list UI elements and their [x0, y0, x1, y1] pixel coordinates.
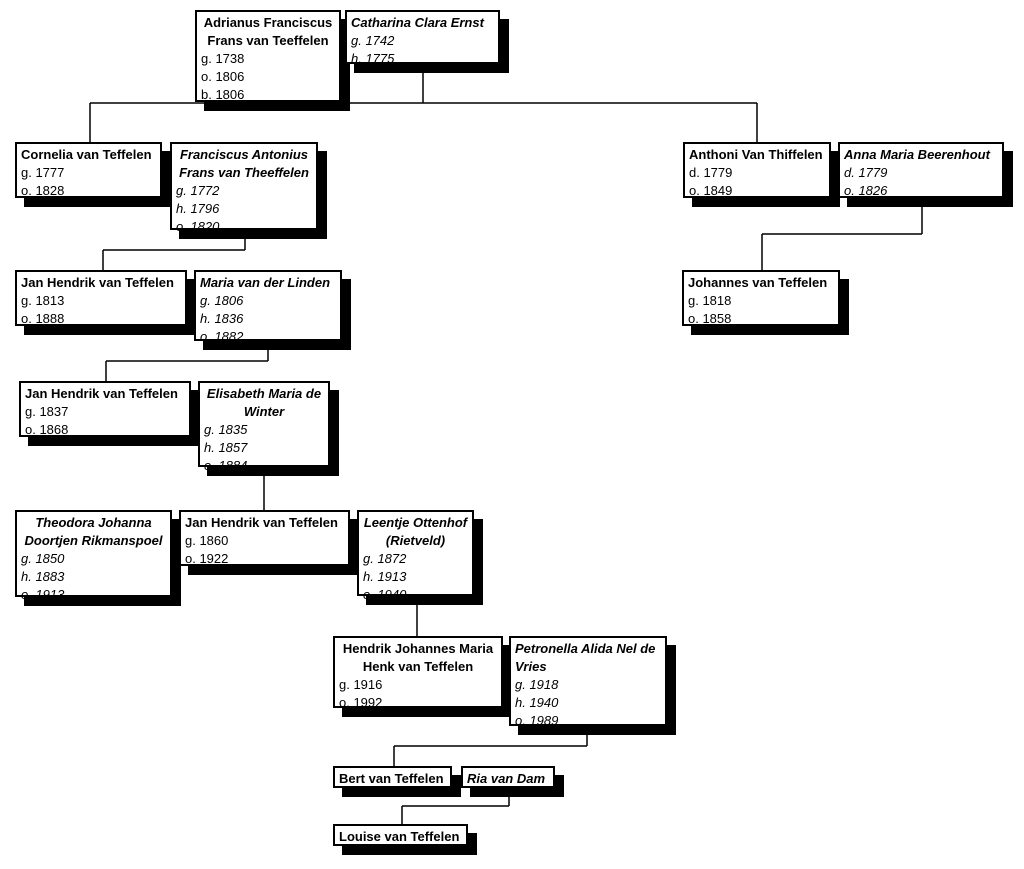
person-card-louise-van-teffelen: Louise van Teffelen — [333, 824, 468, 846]
person-date: o. 1888 — [21, 311, 65, 326]
person-date: g. 1818 — [688, 293, 732, 308]
person-name: Bert van Teffelen — [339, 771, 444, 786]
person-date: g. 1837 — [25, 404, 69, 419]
person-date: h. 1775 — [351, 51, 395, 66]
person-name: Jan Hendrik van Teffelen — [25, 386, 178, 401]
person-date: g. 1772 — [176, 183, 220, 198]
person-date: h. 1796 — [176, 201, 220, 216]
person-name: Frans van Teeffelen — [207, 33, 329, 48]
person-date: o. 1922 — [185, 551, 229, 566]
person-name: Vries — [515, 659, 547, 674]
person-card-leentje-ottenhof: Leentje Ottenhof (Rietveld) g. 1872 h. 1913… — [357, 510, 474, 602]
person-date: h. 1940 — [515, 695, 559, 710]
person-name: Adrianus Franciscus — [203, 15, 333, 30]
person-name: Henk van Teffelen — [362, 659, 474, 674]
person-name: Jan Hendrik van Teffelen — [21, 275, 174, 290]
person-card-bert-van-teffelen: Bert van Teffelen — [333, 766, 452, 788]
person-date: g. 1918 — [515, 677, 559, 692]
person-name: Winter — [243, 404, 285, 419]
person-card-jan-hendrik-1837: Jan Hendrik van Teffelen g. 1837 o. 1868 — [19, 381, 191, 437]
person-name: Cornelia van Teffelen — [21, 147, 152, 162]
person-card-ria-van-dam: Ria van Dam — [461, 766, 555, 788]
person-date: o. 1882 — [200, 329, 244, 344]
person-date: o. 1826 — [844, 183, 888, 198]
person-date: g. 1835 — [204, 422, 248, 437]
person-date: h. 1913 — [363, 569, 407, 584]
person-date: o. 1858 — [688, 311, 732, 326]
person-date: g. 1916 — [339, 677, 383, 692]
person-card-jan-hendrik-1813: Jan Hendrik van Teffelen g. 1813 o. 1888 — [15, 270, 187, 326]
person-name: Doortjen Rikmanspoel — [24, 533, 163, 548]
person-name: Leentje Ottenhof — [363, 515, 468, 530]
person-date: o. 1940 — [363, 587, 407, 602]
person-card-catharina-clara-ernst: Catharina Clara Ernst g. 1742 h. 1775 — [345, 10, 500, 66]
person-date: g. 1777 — [21, 165, 65, 180]
person-date: g. 1742 — [351, 33, 395, 48]
person-card-cornelia-van-teffelen: Cornelia van Teffelen g. 1777 o. 1828 — [15, 142, 162, 198]
person-date: b. 1806 — [201, 87, 245, 102]
person-name: Ria van Dam — [467, 771, 546, 786]
person-card-elisabeth-maria-de-winter: Elisabeth Maria de Winter g. 1835 h. 1857 o.… — [198, 381, 330, 473]
person-name: Jan Hendrik van Teffelen — [185, 515, 338, 530]
person-date: o. 1849 — [689, 183, 733, 198]
person-name: Anna Maria Beerenhout — [844, 147, 990, 162]
person-name: Franciscus Antonius — [179, 147, 309, 162]
person-date: g. 1738 — [201, 51, 245, 66]
person-date: o. 1992 — [339, 695, 383, 710]
person-name: Elisabeth Maria de — [206, 386, 322, 401]
person-name: (Rietveld) — [385, 533, 446, 548]
person-date: d. 1779 — [844, 165, 888, 180]
person-date: o. 1820 — [176, 219, 220, 234]
person-date: o. 1828 — [21, 183, 65, 198]
person-card-anthoni-van-thiffelen: Anthoni Van Thiffelen d. 1779 o. 1849 — [683, 142, 831, 198]
person-date: g. 1872 — [363, 551, 407, 566]
person-name: Anthoni Van Thiffelen — [689, 147, 823, 162]
person-date: h. 1883 — [21, 569, 65, 584]
person-name: Hendrik Johannes Maria — [342, 641, 494, 656]
person-date: o. 1884 — [204, 458, 248, 473]
person-date: g. 1860 — [185, 533, 229, 548]
person-date: g. 1806 — [200, 293, 244, 308]
person-name: Maria van der Linden — [200, 275, 331, 290]
person-date: h. 1836 — [200, 311, 244, 326]
person-card-maria-van-der-linden: Maria van der Linden g. 1806 h. 1836 o. 188… — [194, 270, 342, 344]
person-date: d. 1779 — [689, 165, 733, 180]
person-name: Catharina Clara Ernst — [351, 15, 484, 30]
person-name: Louise van Teffelen — [339, 829, 460, 844]
person-name: Frans van Theeffelen — [179, 165, 309, 180]
person-date: g. 1850 — [21, 551, 65, 566]
person-date: o. 1868 — [25, 422, 69, 437]
person-card-anna-maria-beerenhout: Anna Maria Beerenhout d. 1779 o. 1826 — [838, 142, 1004, 198]
person-name: Johannes van Teffelen — [688, 275, 828, 290]
person-date: o. 1913 — [21, 587, 65, 602]
person-date: o. 1806 — [201, 69, 245, 84]
person-card-johannes-van-teffelen: Johannes van Teffelen g. 1818 o. 1858 — [682, 270, 840, 326]
person-date: h. 1857 — [204, 440, 248, 455]
person-name: Petronella Alida Nel de — [515, 641, 656, 656]
person-card-petronella-alida-nel-de-vries: Petronella Alida Nel de Vries g. 1918 h. 19… — [509, 636, 667, 728]
person-name: Theodora Johanna — [35, 515, 152, 530]
person-date: g. 1813 — [21, 293, 65, 308]
person-date: o. 1989 — [515, 713, 559, 728]
person-card-jan-hendrik-1860: Jan Hendrik van Teffelen g. 1860 o. 1922 — [179, 510, 350, 566]
